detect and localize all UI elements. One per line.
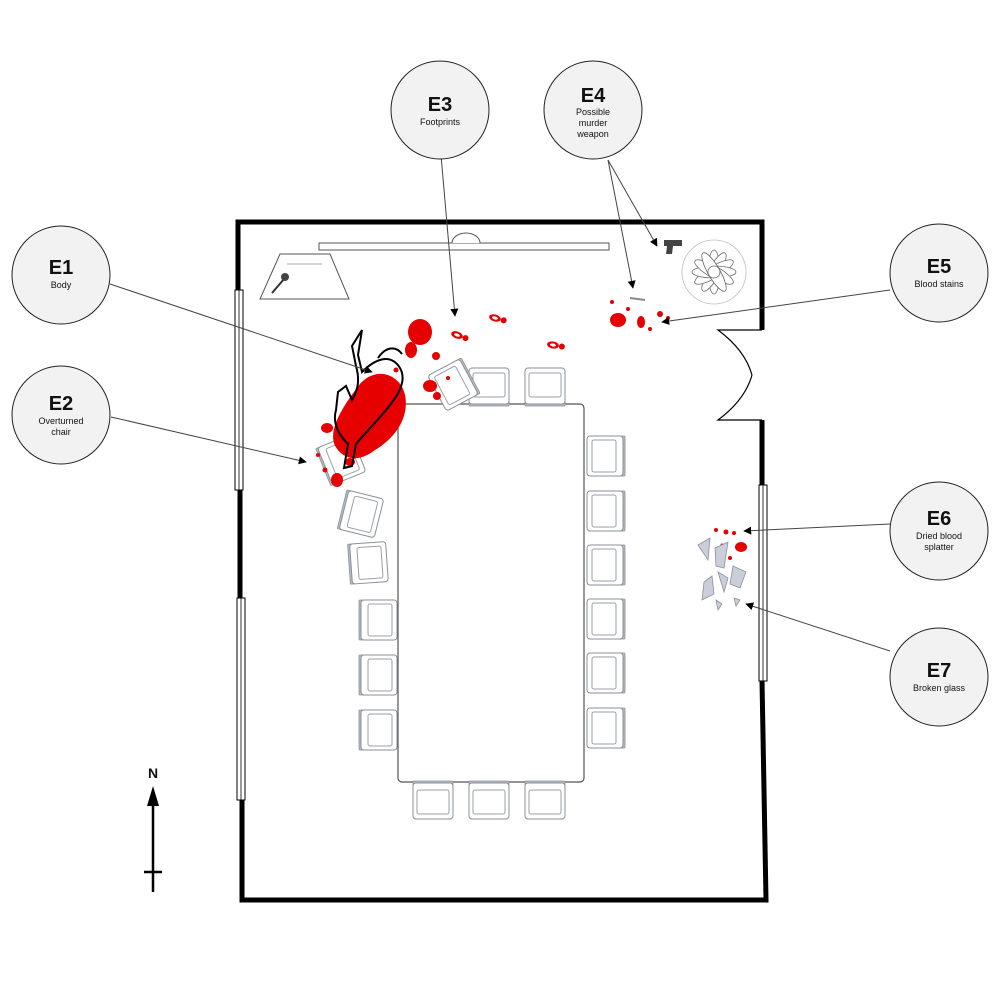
evidence-marker-e3[interactable]: E3 Footprints [390, 60, 490, 160]
evidence-desc: murder [579, 118, 608, 128]
dried-blood-splatter [714, 528, 747, 560]
blood-stains [610, 297, 670, 331]
door-swing-icon [716, 329, 762, 421]
window-west-upper [234, 289, 244, 491]
evidence-desc: splatter [924, 542, 954, 552]
microphone-icon [271, 273, 289, 294]
evidence-code: E2 [49, 393, 73, 415]
evidence-marker-e2[interactable]: E2 Overturned chair [11, 365, 111, 465]
evidence-marker-e7[interactable]: E7 Broken glass [889, 627, 989, 727]
evidence-desc: chair [51, 427, 71, 437]
window-east [758, 484, 768, 682]
gun-icon [664, 240, 682, 254]
projector-screen [318, 232, 610, 251]
broken-glass [697, 537, 747, 612]
lectern [259, 253, 350, 300]
evidence-desc: Broken glass [913, 683, 966, 693]
body-outline [334, 329, 404, 470]
evidence-marker-e1[interactable]: E1 Body [11, 225, 111, 325]
north-arrow-icon: N [144, 765, 162, 892]
evidence-marker-e6[interactable]: E6 Dried blood splatter [889, 481, 989, 581]
evidence-desc: Body [51, 280, 72, 290]
evidence-code: E6 [927, 508, 951, 530]
window-west-lower [236, 597, 246, 801]
evidence-marker-e5[interactable]: E5 Blood stains [889, 223, 989, 323]
evidence-desc: weapon [576, 129, 609, 139]
evidence-desc: Footprints [420, 117, 461, 127]
compass-north-label: N [148, 765, 158, 781]
evidence-code: E4 [581, 85, 606, 107]
evidence-desc: Blood stains [914, 279, 964, 289]
leader-lines [109, 154, 891, 652]
evidence-desc: Dried blood [916, 531, 962, 541]
footprints [451, 314, 565, 350]
evidence-code: E7 [927, 660, 951, 682]
evidence-desc: Overturned [38, 416, 83, 426]
conference-table [397, 403, 585, 783]
potted-plant-icon [681, 239, 747, 305]
evidence-code: E1 [49, 257, 73, 279]
evidence-desc: Possible [576, 107, 610, 117]
body-blood-pool [316, 319, 450, 487]
evidence-marker-e4[interactable]: E4 Possible murder weapon [543, 60, 643, 160]
evidence-code: E3 [428, 94, 452, 116]
evidence-code: E5 [927, 256, 951, 278]
